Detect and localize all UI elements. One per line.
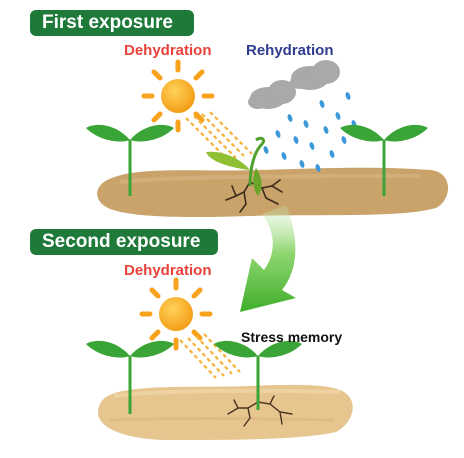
cloud-icon (248, 60, 340, 109)
crack-icon (227, 395, 293, 427)
sunray-lines (185, 111, 253, 161)
first-exposure-badge: First exposure (30, 10, 194, 36)
wilted-seedling-icon (206, 136, 266, 196)
curved-arrow-icon (240, 205, 296, 312)
rehydration-label: Rehydration (246, 42, 334, 59)
sun-icon (139, 277, 213, 351)
sun-icon (141, 59, 215, 133)
seedling-icon (340, 124, 428, 196)
crack-icon (225, 179, 283, 213)
stress-memory-label: Stress memory (241, 329, 343, 345)
seedling-icon (86, 340, 174, 414)
seedling-icon (214, 340, 302, 410)
sunray-lines (179, 333, 241, 379)
raindrop-icon (263, 92, 357, 172)
second-exposure-badge: Second exposure (30, 229, 218, 255)
soil-bottom (98, 384, 353, 440)
dehydration-label-second: Dehydration (124, 262, 212, 279)
seedling-icon (86, 124, 174, 196)
dehydration-label-first: Dehydration (124, 42, 212, 59)
